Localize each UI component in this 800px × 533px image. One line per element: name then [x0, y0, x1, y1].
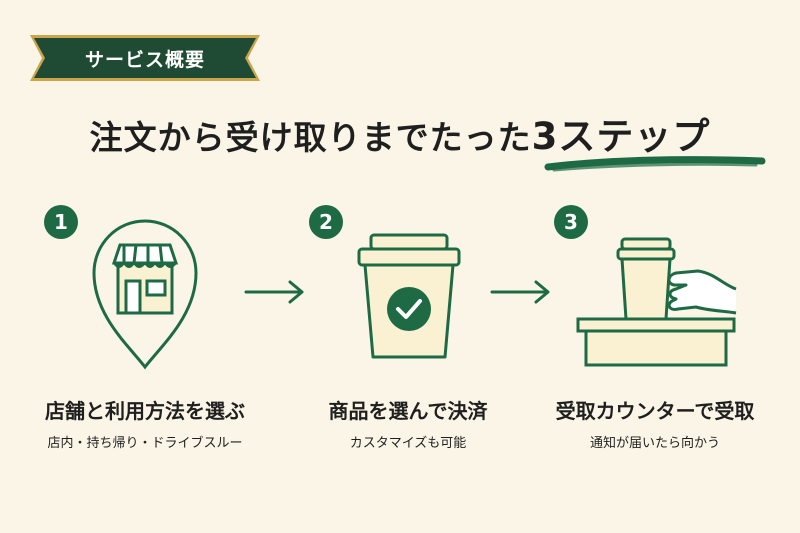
arrow-right-icon — [244, 280, 304, 304]
step-3-desc: 通知が届いたら向かう — [589, 436, 720, 451]
step-2-number: 2 — [309, 205, 343, 239]
step-3: 3 受取カウンターで受取 通知が届いたら向かう — [530, 195, 780, 455]
headline-emphasis: 3ステップ — [531, 115, 711, 158]
page-headline: 注文から受け取りまでたった3ステップ — [0, 106, 800, 160]
badge-ribbon-shape — [30, 35, 260, 81]
step-2-desc: カスタマイズも可能 — [349, 436, 467, 451]
cup-check-icon — [357, 233, 461, 359]
step-2-title: 商品を選んで決済 — [328, 399, 488, 423]
headline-prefix: 注文から受け取りまでたった — [89, 118, 532, 157]
step-1-desc: 店内・持ち帰り・ドライブスルー — [47, 436, 243, 451]
step-2: 2 商品を選んで決済 カスタマイズも可能 — [283, 195, 533, 455]
step-3-number: 3 — [554, 205, 588, 239]
store-pin-icon — [92, 219, 198, 370]
step-1-title: 店舗と利用方法を選ぶ — [45, 399, 245, 423]
brush-underline — [544, 156, 766, 172]
arrow-right-icon — [490, 280, 550, 304]
step-1: 1 店舗と利用方法を選ぶ 店内・持ち帰り・ドライブスルー — [20, 195, 270, 455]
step-1-number: 1 — [44, 205, 78, 239]
counter-hand-icon — [576, 237, 737, 367]
badge-label: サービス概要 — [84, 48, 205, 71]
service-overview-badge: サービス概要 — [30, 35, 260, 81]
step-3-title: 受取カウンターで受取 — [555, 399, 755, 423]
